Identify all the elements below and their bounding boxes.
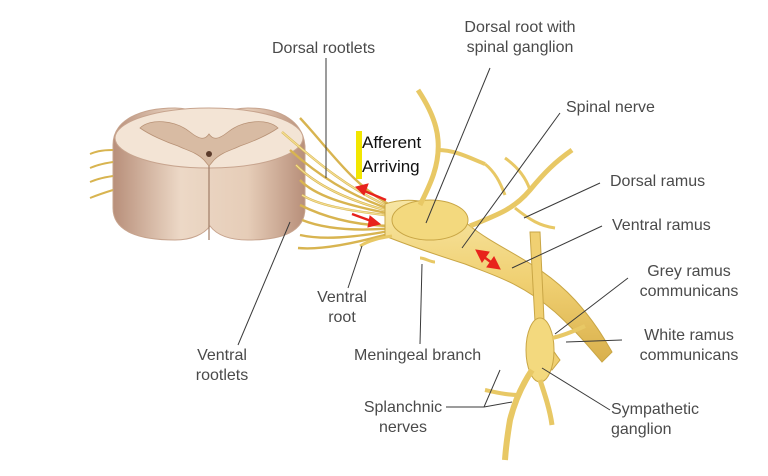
- dorsal-ramus-branch: [469, 147, 574, 229]
- label-sympathetic-line1: Sympathetic: [611, 401, 700, 418]
- label-spinal-nerve: Spinal nerve: [566, 99, 655, 116]
- label-meningeal-branch: Meningeal branch: [354, 347, 482, 364]
- label-ventral-ramus: Ventral ramus: [612, 217, 711, 234]
- sympathetic-chain: [484, 231, 586, 461]
- label-dorsal-root: Dorsal root with spinal ganglion: [455, 18, 585, 58]
- meningeal-branch-fiber: [419, 256, 436, 264]
- afferent-arrows: [351, 183, 501, 270]
- central-canal: [206, 151, 212, 157]
- annotation-line1: Afferent: [356, 131, 422, 155]
- label-ventral-rootlets-line1: Ventral: [197, 347, 247, 364]
- label-splanchnic-line1: Splanchnic: [363, 399, 443, 416]
- nerve-trunk: [359, 88, 613, 363]
- label-splanchnic-nerves: Splanchnic nerves: [358, 398, 448, 438]
- annotation-line2: Arriving: [356, 155, 422, 179]
- label-white-ramus: White ramus communicans: [630, 326, 748, 366]
- label-ventral-root-line2: root: [328, 309, 356, 326]
- label-dorsal-root-line1: Dorsal root with: [464, 19, 576, 36]
- cord-left-rootlets: [89, 149, 114, 199]
- label-sympathetic-line2: ganglion: [611, 421, 672, 438]
- spinal-ganglion: [391, 199, 469, 241]
- label-dorsal-root-line2: spinal ganglion: [466, 39, 574, 56]
- label-dorsal-rootlets: Dorsal rootlets: [272, 40, 376, 57]
- label-white-ramus-line1: White ramus: [644, 327, 734, 344]
- label-ventral-root-line1: Ventral: [317, 289, 367, 306]
- label-grey-ramus-line1: Grey ramus: [647, 263, 731, 280]
- label-ventral-root: Ventral root: [306, 288, 378, 328]
- label-ventral-rootlets: Ventral rootlets: [184, 346, 260, 386]
- label-splanchnic-line2: nerves: [378, 419, 428, 436]
- dorsal-root-branch: [415, 88, 441, 207]
- label-dorsal-ramus: Dorsal ramus: [610, 173, 706, 190]
- label-sympathetic-ganglion: Sympathetic ganglion: [611, 400, 699, 440]
- leader-lines: [237, 58, 629, 411]
- label-grey-ramus-line2: communicans: [639, 283, 739, 300]
- ventral-rootlets-fibers: [297, 203, 396, 250]
- label-grey-ramus: Grey ramus communicans: [630, 262, 748, 302]
- label-white-ramus-line2: communicans: [639, 347, 739, 364]
- afferent-annotation: Afferent Arriving: [356, 131, 422, 179]
- spinal-cord: [112, 107, 306, 241]
- label-ventral-rootlets-line2: rootlets: [195, 367, 249, 384]
- grey-matter: [139, 121, 279, 167]
